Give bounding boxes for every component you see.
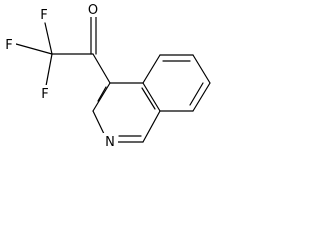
bond-c4-c3-inner — [97, 86, 107, 102]
bond-c1-c8a — [142, 110, 161, 143]
bond-c3-n — [92, 110, 106, 137]
chemical-structure: F F F O N — [2, 1, 211, 150]
bond-cf3-f-left — [15, 43, 53, 55]
bond-c6-c7 — [192, 54, 211, 84]
bond-carbonyl-ring — [92, 53, 111, 84]
atom-f-upper: F — [40, 8, 47, 23]
atom-bg-f-upper — [37, 6, 51, 22]
atom-nitrogen: N — [105, 135, 115, 150]
atom-bg-oxygen — [86, 1, 101, 17]
atom-bg-f-left — [2, 36, 16, 52]
atom-bg-nitrogen — [103, 133, 118, 149]
atom-f-lower: F — [41, 87, 48, 102]
bond-cf3-f-upper — [44, 22, 53, 55]
atom-bg-f-lower — [38, 85, 52, 101]
bond-c7-c8 — [192, 82, 211, 112]
bond-c8a-c4a — [142, 82, 161, 112]
bond-c4a-c5 — [142, 54, 161, 84]
bond-c7-c8-inner — [189, 82, 204, 106]
bond-c8a-c4a-inner — [141, 87, 156, 110]
atom-f-left: F — [5, 38, 12, 53]
bond-c4-c3 — [92, 82, 111, 112]
atom-oxygen: O — [88, 3, 98, 18]
bond-cf3-f-lower — [45, 53, 53, 87]
